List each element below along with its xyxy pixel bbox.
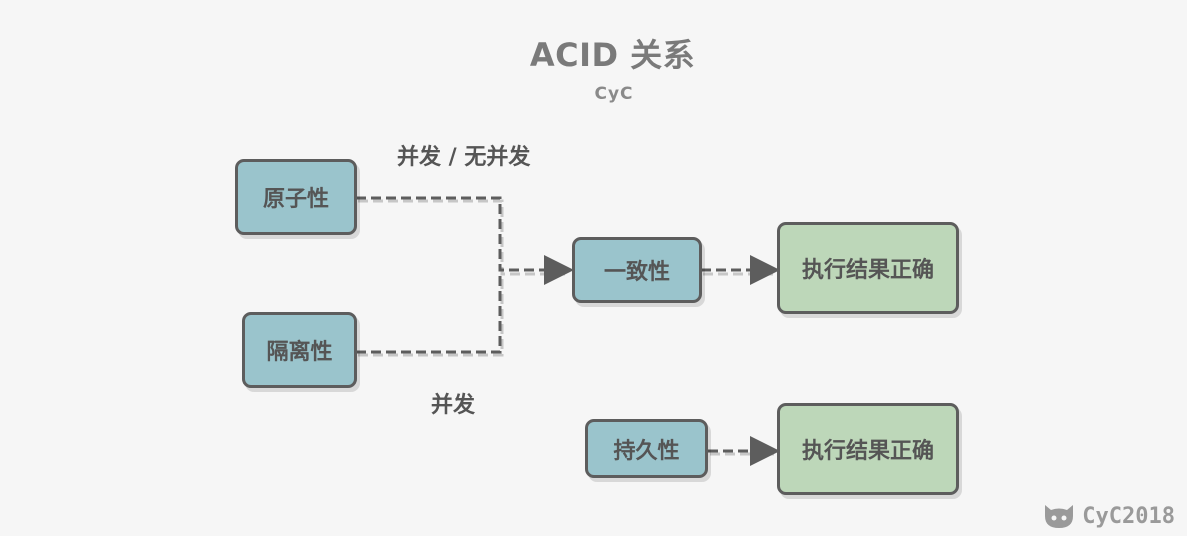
diagram-title: ACID 关系 — [529, 36, 696, 74]
node-isolation: 隔离性 — [242, 312, 357, 388]
node-consistency: 一致性 — [572, 237, 702, 303]
label-concurrency: 并发 — [431, 393, 476, 418]
diagram-subtitle: CyC — [594, 84, 634, 104]
watermark: CyC2018 — [1042, 502, 1175, 530]
node-durability: 持久性 — [585, 419, 708, 478]
node-result-correct-1: 执行结果正确 — [777, 222, 959, 314]
node-result-correct-2: 执行结果正确 — [777, 403, 959, 495]
node-atomicity: 原子性 — [235, 159, 357, 235]
edge-atomicity-consistency — [356, 196, 574, 285]
cat-logo-icon — [1045, 505, 1074, 528]
watermark-text: CyC2018 — [1082, 503, 1175, 529]
label-concurrency-both: 并发 / 无并发 — [397, 145, 531, 170]
edge-isolation-consistency — [356, 270, 502, 354]
